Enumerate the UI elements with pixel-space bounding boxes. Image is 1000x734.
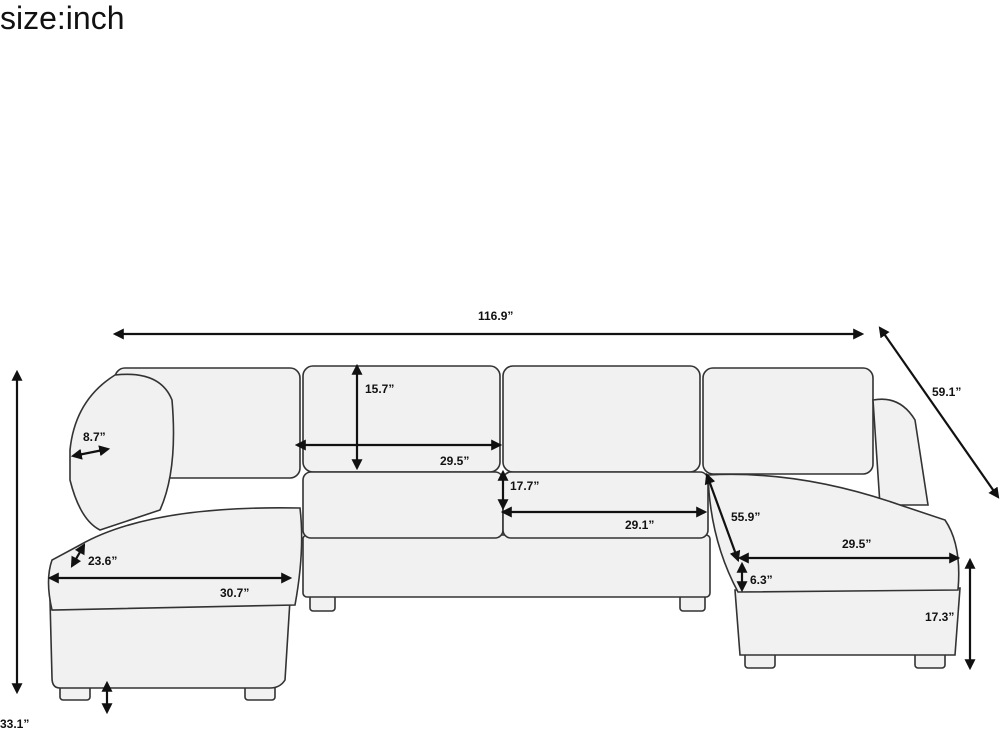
label-back-cushion-width: 29.5”	[440, 454, 469, 468]
label-seat-height-offset: 17.7”	[510, 479, 539, 493]
chaise-length-arrow	[704, 472, 741, 563]
label-overall-width: 116.9”	[478, 309, 513, 323]
left-seat-depth-arrow	[70, 543, 86, 568]
arm-width-arrow	[70, 445, 111, 460]
label-left-chaise-width: 30.7”	[220, 586, 249, 600]
diagonal-arrow	[878, 326, 1000, 499]
label-cushion-thickness: 6.3”	[750, 573, 773, 587]
left-chaise	[47, 367, 303, 701]
label-seat-height: 17.3”	[925, 610, 954, 624]
label-seat-width: 29.1”	[625, 518, 654, 532]
label-chaise-diagonal: 59.1”	[932, 385, 961, 399]
middle-section	[302, 365, 711, 612]
size-unit-title: size:inch	[0, 0, 125, 36]
label-arm-width: 8.7”	[83, 430, 106, 444]
label-right-chaise-width: 29.5”	[842, 537, 871, 551]
label-back-height: 15.7”	[365, 382, 394, 396]
label-right-chaise-length: 55.9”	[731, 510, 760, 524]
label-overall-height: 33.1”	[0, 717, 29, 731]
label-left-seat-depth: 23.6”	[88, 554, 117, 568]
